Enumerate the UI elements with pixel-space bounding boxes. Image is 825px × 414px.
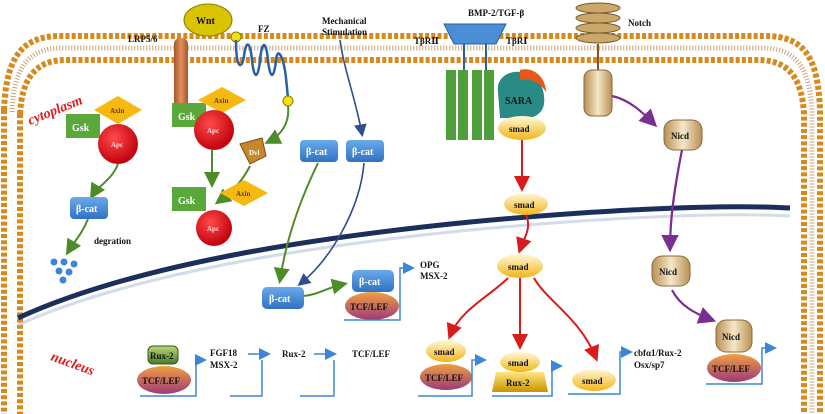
tcf-lef-2-label: TCF/LEF (425, 373, 464, 383)
apc-mid-label: Apc (207, 127, 219, 135)
smad-receptor (498, 116, 546, 140)
tcf-lef-4-label: TCF/LEF (142, 376, 181, 386)
tcf-lef-1 (345, 292, 399, 320)
nucleus-label: nucleus (49, 350, 97, 380)
tcf-lef-3 (707, 354, 761, 382)
degration-label: degration (94, 236, 131, 246)
notch-receptor (583, 69, 613, 117)
nicd-bound (715, 319, 753, 353)
rux2-left (147, 345, 179, 365)
degraded-fragments (50, 258, 78, 284)
wnt-label: Wnt (196, 16, 216, 27)
nicd-cyto-label: Nicd (671, 131, 689, 141)
bcat-tcf-label: β-cat (359, 277, 381, 288)
cbfa1-label: cbfα1/Rux-2 (634, 348, 682, 358)
smad-t2 (500, 352, 540, 372)
lrp-receptor (174, 38, 188, 120)
rux2-t2-label: Rux-2 (506, 378, 530, 388)
stimulation-label: Stimulation (322, 27, 367, 37)
gsk-low (172, 187, 206, 211)
apc-low-label: Apc (207, 225, 219, 233)
opg-label: OPG (420, 260, 440, 270)
nuclear-membrane (16, 204, 791, 321)
smad-nuclear (497, 254, 543, 278)
smad-t3-label: smad (582, 376, 603, 386)
wnt-ligand (183, 3, 233, 37)
bcat-tcf-complex (352, 270, 394, 292)
axin-low-label: Axin (236, 190, 251, 198)
tbr1-label: TβRⅠ (506, 36, 527, 46)
gsk-low-label: Gsk (178, 196, 196, 207)
bcat-nuclear-label: β-cat (269, 294, 291, 305)
gsk-left-label: Gsk (72, 123, 90, 134)
apc-left (98, 124, 138, 164)
axin-left-label: Axin (110, 107, 125, 115)
notch-ligand (575, 2, 621, 44)
rux2-left-label: Rux-2 (150, 351, 174, 361)
dvl (239, 137, 267, 165)
nicd-nuclear-label: Nicd (659, 267, 677, 277)
bmp-label: BMP-2/TGF-β (468, 8, 524, 18)
bcat-free-1-label: β-cat (306, 147, 328, 158)
rux2-t2 (492, 372, 548, 392)
apc-mid (194, 110, 234, 150)
osx-label: Osx/sp7 (634, 360, 665, 370)
smad-t1 (426, 340, 466, 362)
bcat-free-1 (300, 140, 338, 162)
tcf-lef-1-label: TCF/LEF (350, 302, 389, 312)
notch-label: Notch (628, 18, 651, 28)
tcf-lef-4 (137, 366, 191, 394)
smad-receptor-label: smad (509, 124, 530, 134)
axin-mid (198, 87, 246, 113)
apc-left-label: Apc (111, 141, 123, 149)
tgf-receptors (446, 70, 494, 140)
tcf-lef-3-label: TCF/LEF (712, 364, 751, 374)
cell-membrane (1, 33, 823, 414)
bcat-nuclear (262, 287, 304, 309)
lrp-label: LRP5/6 (128, 34, 158, 44)
axin-mid-label: Axin (214, 97, 229, 105)
fz-receptor (234, 39, 290, 99)
bcat-degrade (70, 197, 108, 219)
tcflef-text-label: TCF/LEF (352, 349, 391, 359)
msx2-label-1: MSX-2 (420, 271, 448, 281)
bcat-free-2-label: β-cat (352, 147, 374, 158)
nicd-bound-label: Nicd (722, 332, 740, 342)
apc-low (196, 210, 232, 246)
smad-nuclear-label: smad (508, 262, 529, 272)
smad-t3 (572, 369, 616, 391)
gsk-left (66, 114, 100, 138)
bmp-ligand (443, 23, 507, 45)
smad-cyto (504, 193, 548, 215)
tbr2-label: TβRⅡ (414, 36, 439, 46)
dvl-label: Dvl (249, 149, 260, 157)
fz-label: FZ (258, 24, 270, 34)
bcat-degrade-label: β-cat (76, 204, 98, 215)
sara-protein (497, 71, 545, 119)
nicd-nuclear (651, 255, 691, 287)
fgf18-label: FGF18 (210, 348, 237, 358)
axin-left (94, 96, 142, 124)
smad-t2-label: smad (508, 358, 529, 368)
gsk-mid-label: Gsk (178, 112, 196, 123)
tcf-lef-2 (420, 364, 472, 390)
sara-label: SARA (505, 96, 533, 107)
smad-cyto-label: smad (514, 200, 535, 210)
nicd-cyto (663, 119, 703, 151)
smad-t1-label: smad (434, 347, 455, 357)
bcat-free-2 (346, 140, 384, 162)
mechanical-label: Mechanical (322, 16, 367, 26)
msx2-label-2: MSX-2 (210, 360, 238, 370)
axin-low (220, 180, 268, 206)
rux2-mid-label: Rux-2 (282, 349, 306, 359)
